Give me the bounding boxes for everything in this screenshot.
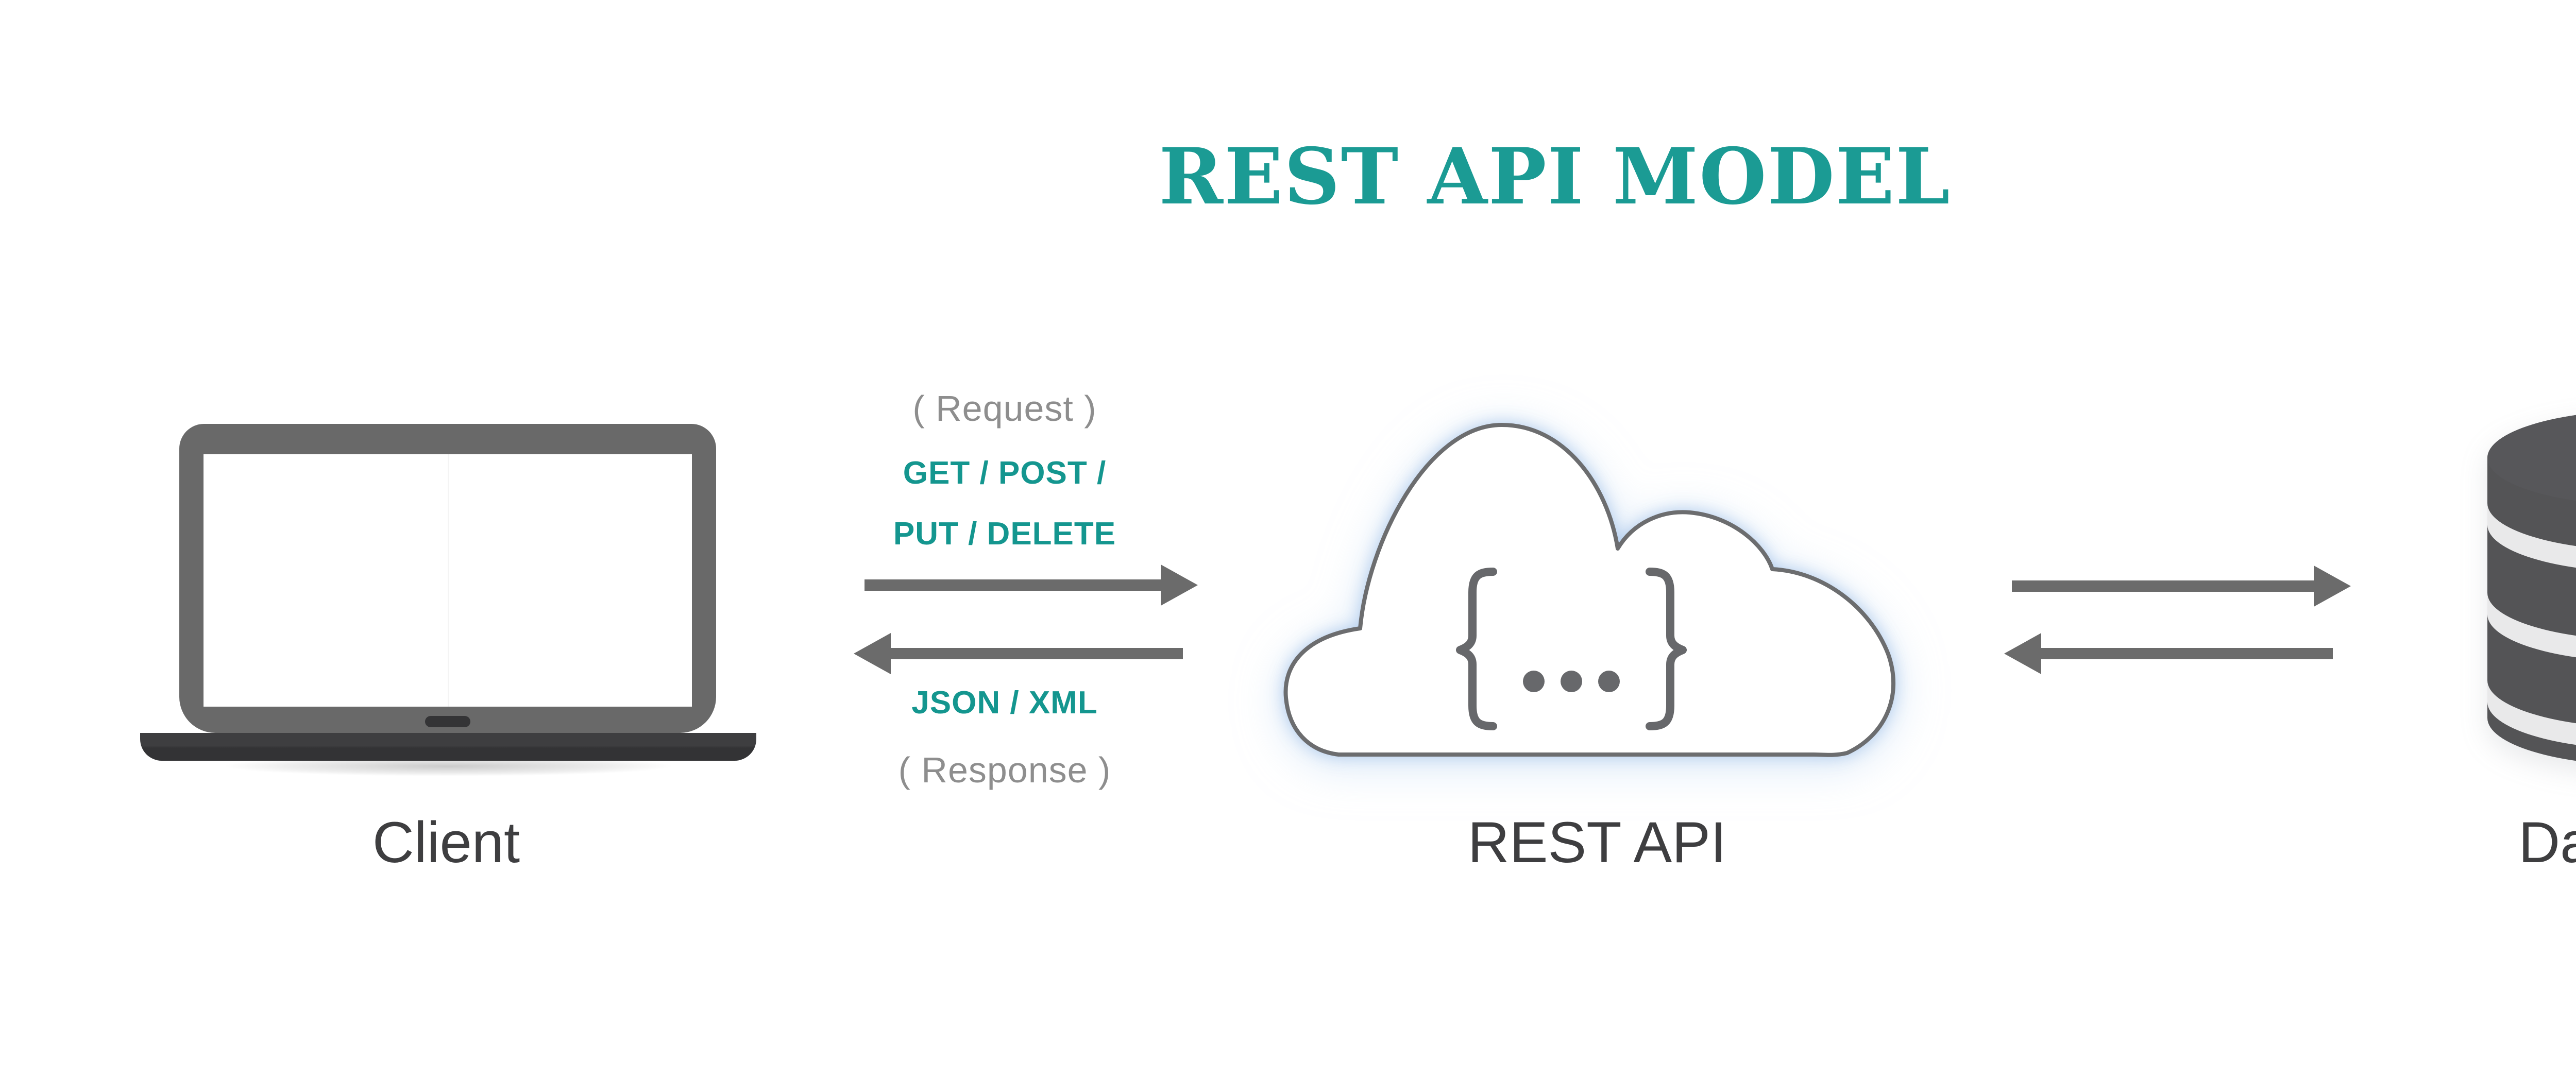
arrow-right-icon bbox=[2012, 566, 2351, 607]
db-band bbox=[2487, 593, 2576, 658]
arrow-head bbox=[2004, 633, 2041, 674]
request-methods-line2: PUT / DELETE bbox=[893, 516, 1116, 552]
ellipsis-dot bbox=[1523, 671, 1545, 692]
request-methods-line1: GET / POST / bbox=[903, 455, 1107, 491]
db-cylinder-top bbox=[2487, 415, 2576, 501]
arrow-shaft bbox=[2012, 580, 2320, 592]
database-icon bbox=[2487, 415, 2576, 761]
db-cylinder-body bbox=[2487, 415, 2576, 761]
left-brace-icon bbox=[1456, 568, 1497, 730]
arrow-head bbox=[854, 633, 891, 674]
db-band bbox=[2487, 680, 2576, 745]
arrow-left-icon bbox=[2004, 633, 2333, 674]
database-label: Database bbox=[2518, 810, 2576, 875]
laptop-icon bbox=[179, 424, 716, 733]
diagram-title: REST API MODEL bbox=[1159, 131, 1951, 222]
ellipsis-dot bbox=[1598, 671, 1620, 692]
cloud-outline bbox=[1283, 423, 1895, 757]
arrow-shaft bbox=[865, 579, 1167, 591]
request-annotation: ( Request ) bbox=[912, 388, 1097, 429]
laptop-notch bbox=[425, 716, 470, 727]
right-brace-icon bbox=[1646, 568, 1687, 730]
arrow-head bbox=[1161, 564, 1198, 606]
screen-divider bbox=[448, 454, 449, 707]
response-annotation: ( Response ) bbox=[898, 750, 1111, 790]
cloud-icon bbox=[1283, 423, 1895, 757]
arrow-left-icon bbox=[854, 633, 1183, 674]
arrow-right-icon bbox=[865, 564, 1198, 606]
client-label: Client bbox=[372, 810, 520, 875]
laptop-shadow bbox=[149, 758, 747, 785]
arrow-shaft bbox=[2035, 648, 2333, 659]
rest-api-label: REST API bbox=[1467, 810, 1727, 875]
laptop-screen bbox=[204, 454, 692, 707]
response-formats: JSON / XML bbox=[911, 685, 1098, 721]
ellipsis-dot bbox=[1561, 671, 1582, 692]
arrow-shaft bbox=[885, 648, 1183, 659]
arrow-head bbox=[2314, 566, 2351, 607]
laptop-base bbox=[140, 733, 756, 761]
db-band bbox=[2487, 503, 2576, 568]
